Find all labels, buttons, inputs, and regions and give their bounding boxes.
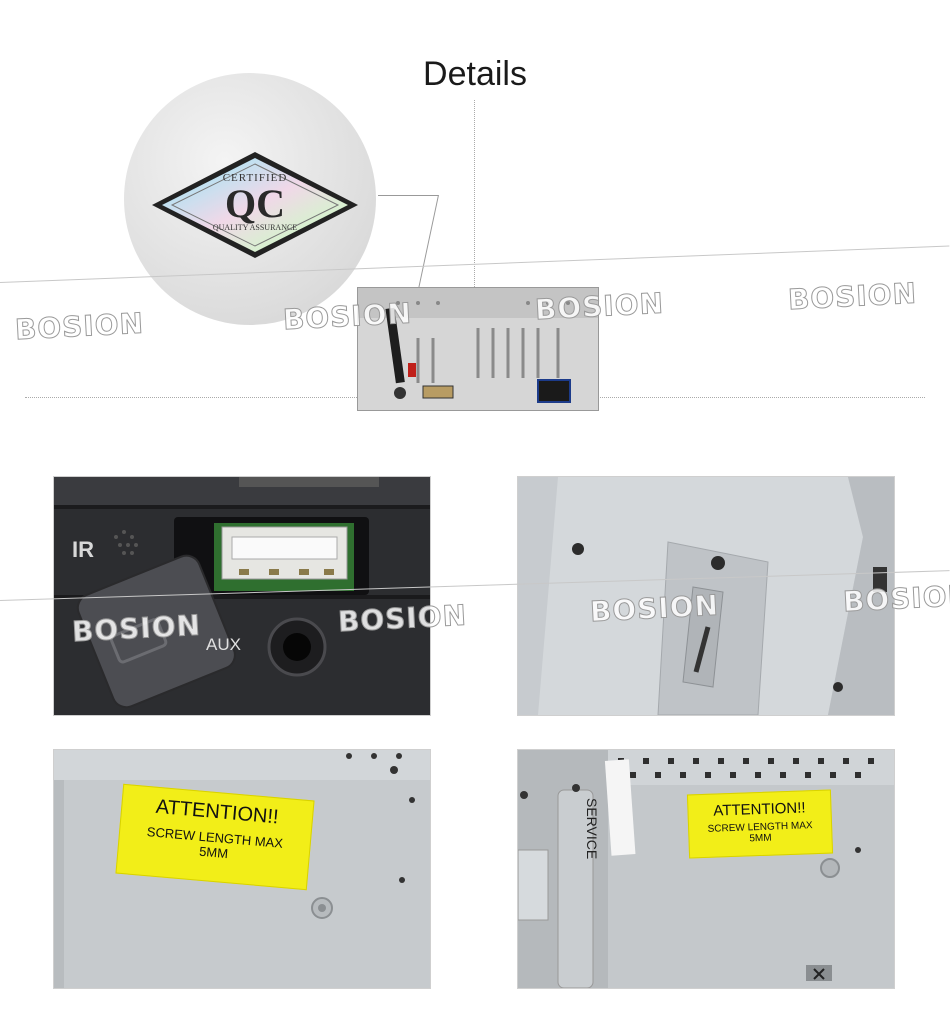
watermark-text: BOSION — [842, 578, 950, 619]
attention-heading: ATTENTION!! — [713, 799, 806, 820]
watermark-text: BOSION — [787, 276, 919, 317]
qc-badge: CERTIFIED QC QUALITY ASSURANCE — [150, 150, 360, 260]
watermark-text: BOSION — [337, 598, 469, 639]
watermark-text: BOSION — [71, 608, 203, 649]
qc-quality-text: QUALITY ASSURANCE — [212, 223, 298, 232]
bracket-panel — [517, 476, 895, 716]
watermark-text: BOSION — [534, 286, 666, 327]
qc-certified-text: CERTIFIED — [222, 172, 288, 184]
page-title: Details — [423, 55, 527, 93]
ir-sensor-label: IR — [72, 537, 94, 562]
watermark-text: BOSION — [282, 296, 414, 337]
attention-label-left: ATTENTION!! SCREW LENGTH MAX 5MM — [115, 783, 315, 891]
watermark-text: BOSION — [589, 588, 721, 629]
qc-badge-diamond-icon — [152, 152, 358, 258]
guide-line-vertical — [474, 100, 475, 295]
aux-label: AUX — [206, 635, 241, 654]
watermark-text: BOSION — [14, 306, 146, 347]
attention-label-right: ATTENTION!! SCREW LENGTH MAX 5MM — [686, 789, 834, 859]
leader-line — [378, 195, 438, 196]
stereo-rear-unit — [357, 287, 599, 411]
qc-main-text: QC — [225, 181, 285, 226]
screw-label-panel-left: ATTENTION!! SCREW LENGTH MAX 5MM — [53, 749, 431, 989]
service-sticker-text: SERVICE — [584, 798, 600, 860]
screw-label-panel-right: SERVICE ATTENTION!! SCREW LENGTH MAX 5MM — [517, 749, 895, 989]
usb-aux-panel: IR AUX — [53, 476, 431, 716]
